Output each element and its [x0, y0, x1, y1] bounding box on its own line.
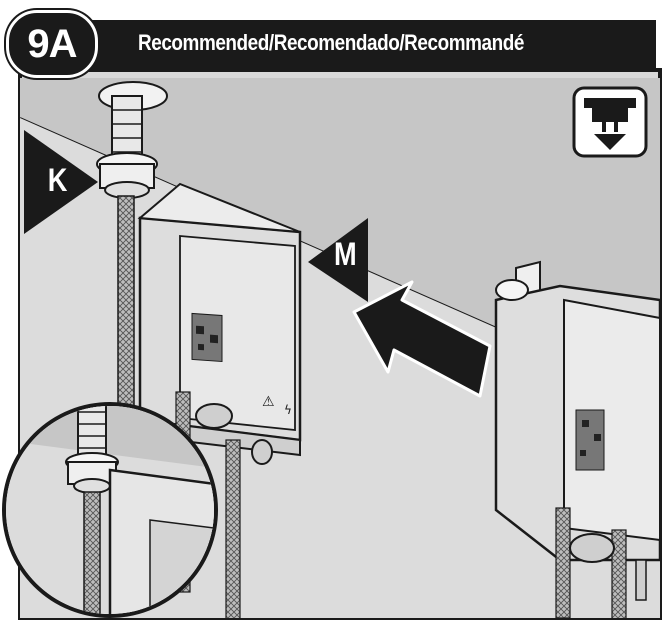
- braided-supply-hose: [117, 195, 135, 427]
- svg-text:ϟ: ϟ: [284, 403, 292, 417]
- filter-unit-sliding: [494, 260, 660, 618]
- detail-magnifier: [2, 402, 218, 618]
- step-number-badge: 9A: [6, 10, 98, 78]
- callout-label-m: M: [333, 236, 357, 272]
- callout-label-k: K: [47, 162, 68, 198]
- svg-text:⚠: ⚠: [262, 394, 275, 410]
- shutoff-valve-fitting: [96, 81, 168, 199]
- step-title: Recommended/Recomendado/Recommandé: [138, 30, 524, 55]
- under-sink-mount-icon: [572, 86, 648, 158]
- callout-k-pointer: [24, 130, 98, 234]
- callout-m-pointer: [308, 218, 368, 302]
- insert-direction-arrow: [352, 280, 492, 398]
- step-header: 9A Recommended/Recomendado/Recommandé: [0, 0, 664, 78]
